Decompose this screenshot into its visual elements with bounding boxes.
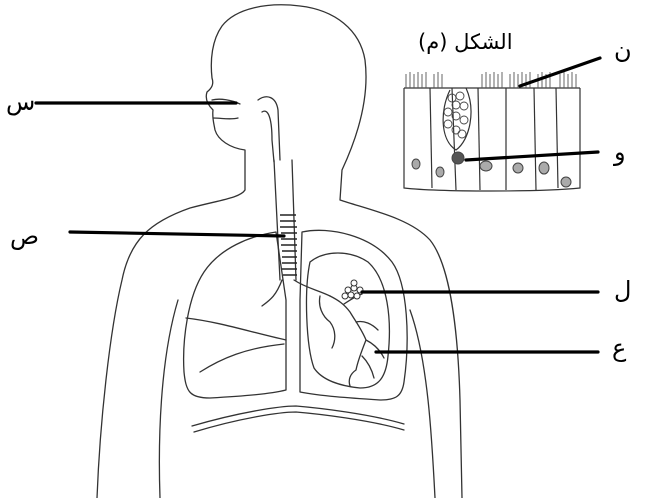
inset-epithelium bbox=[404, 72, 580, 191]
bronchus-left bbox=[262, 280, 282, 306]
right-arm-line bbox=[410, 310, 435, 498]
mucus-granules bbox=[444, 92, 468, 138]
label-lam: ل bbox=[614, 278, 631, 302]
mouth-line bbox=[213, 118, 238, 119]
nasal-airway bbox=[258, 97, 280, 160]
trachea-right bbox=[292, 160, 296, 280]
goblet-cell bbox=[443, 88, 471, 150]
diaphragm-2 bbox=[194, 412, 404, 432]
label-ain: ع bbox=[612, 336, 626, 360]
label-nun: ن bbox=[614, 38, 632, 62]
leader-sad bbox=[70, 232, 284, 236]
pharynx-line bbox=[262, 111, 274, 162]
trachea-left bbox=[274, 160, 280, 280]
alveoli-cluster bbox=[342, 280, 363, 299]
leader-lines bbox=[36, 58, 600, 352]
leader-waw bbox=[466, 152, 598, 160]
inset-title: الشكل (م) bbox=[418, 32, 513, 53]
bronchus-right bbox=[294, 280, 330, 296]
label-waw: و bbox=[614, 140, 626, 164]
label-s: س bbox=[6, 90, 35, 114]
label-sad: ص bbox=[10, 224, 39, 248]
left-lung-outline bbox=[184, 232, 286, 398]
right-lung-interior bbox=[307, 253, 390, 388]
left-arm-line bbox=[159, 300, 178, 498]
bronchial-tree bbox=[319, 294, 384, 386]
left-lung-fissure-2 bbox=[200, 344, 284, 372]
left-lung-fissure bbox=[186, 318, 286, 340]
